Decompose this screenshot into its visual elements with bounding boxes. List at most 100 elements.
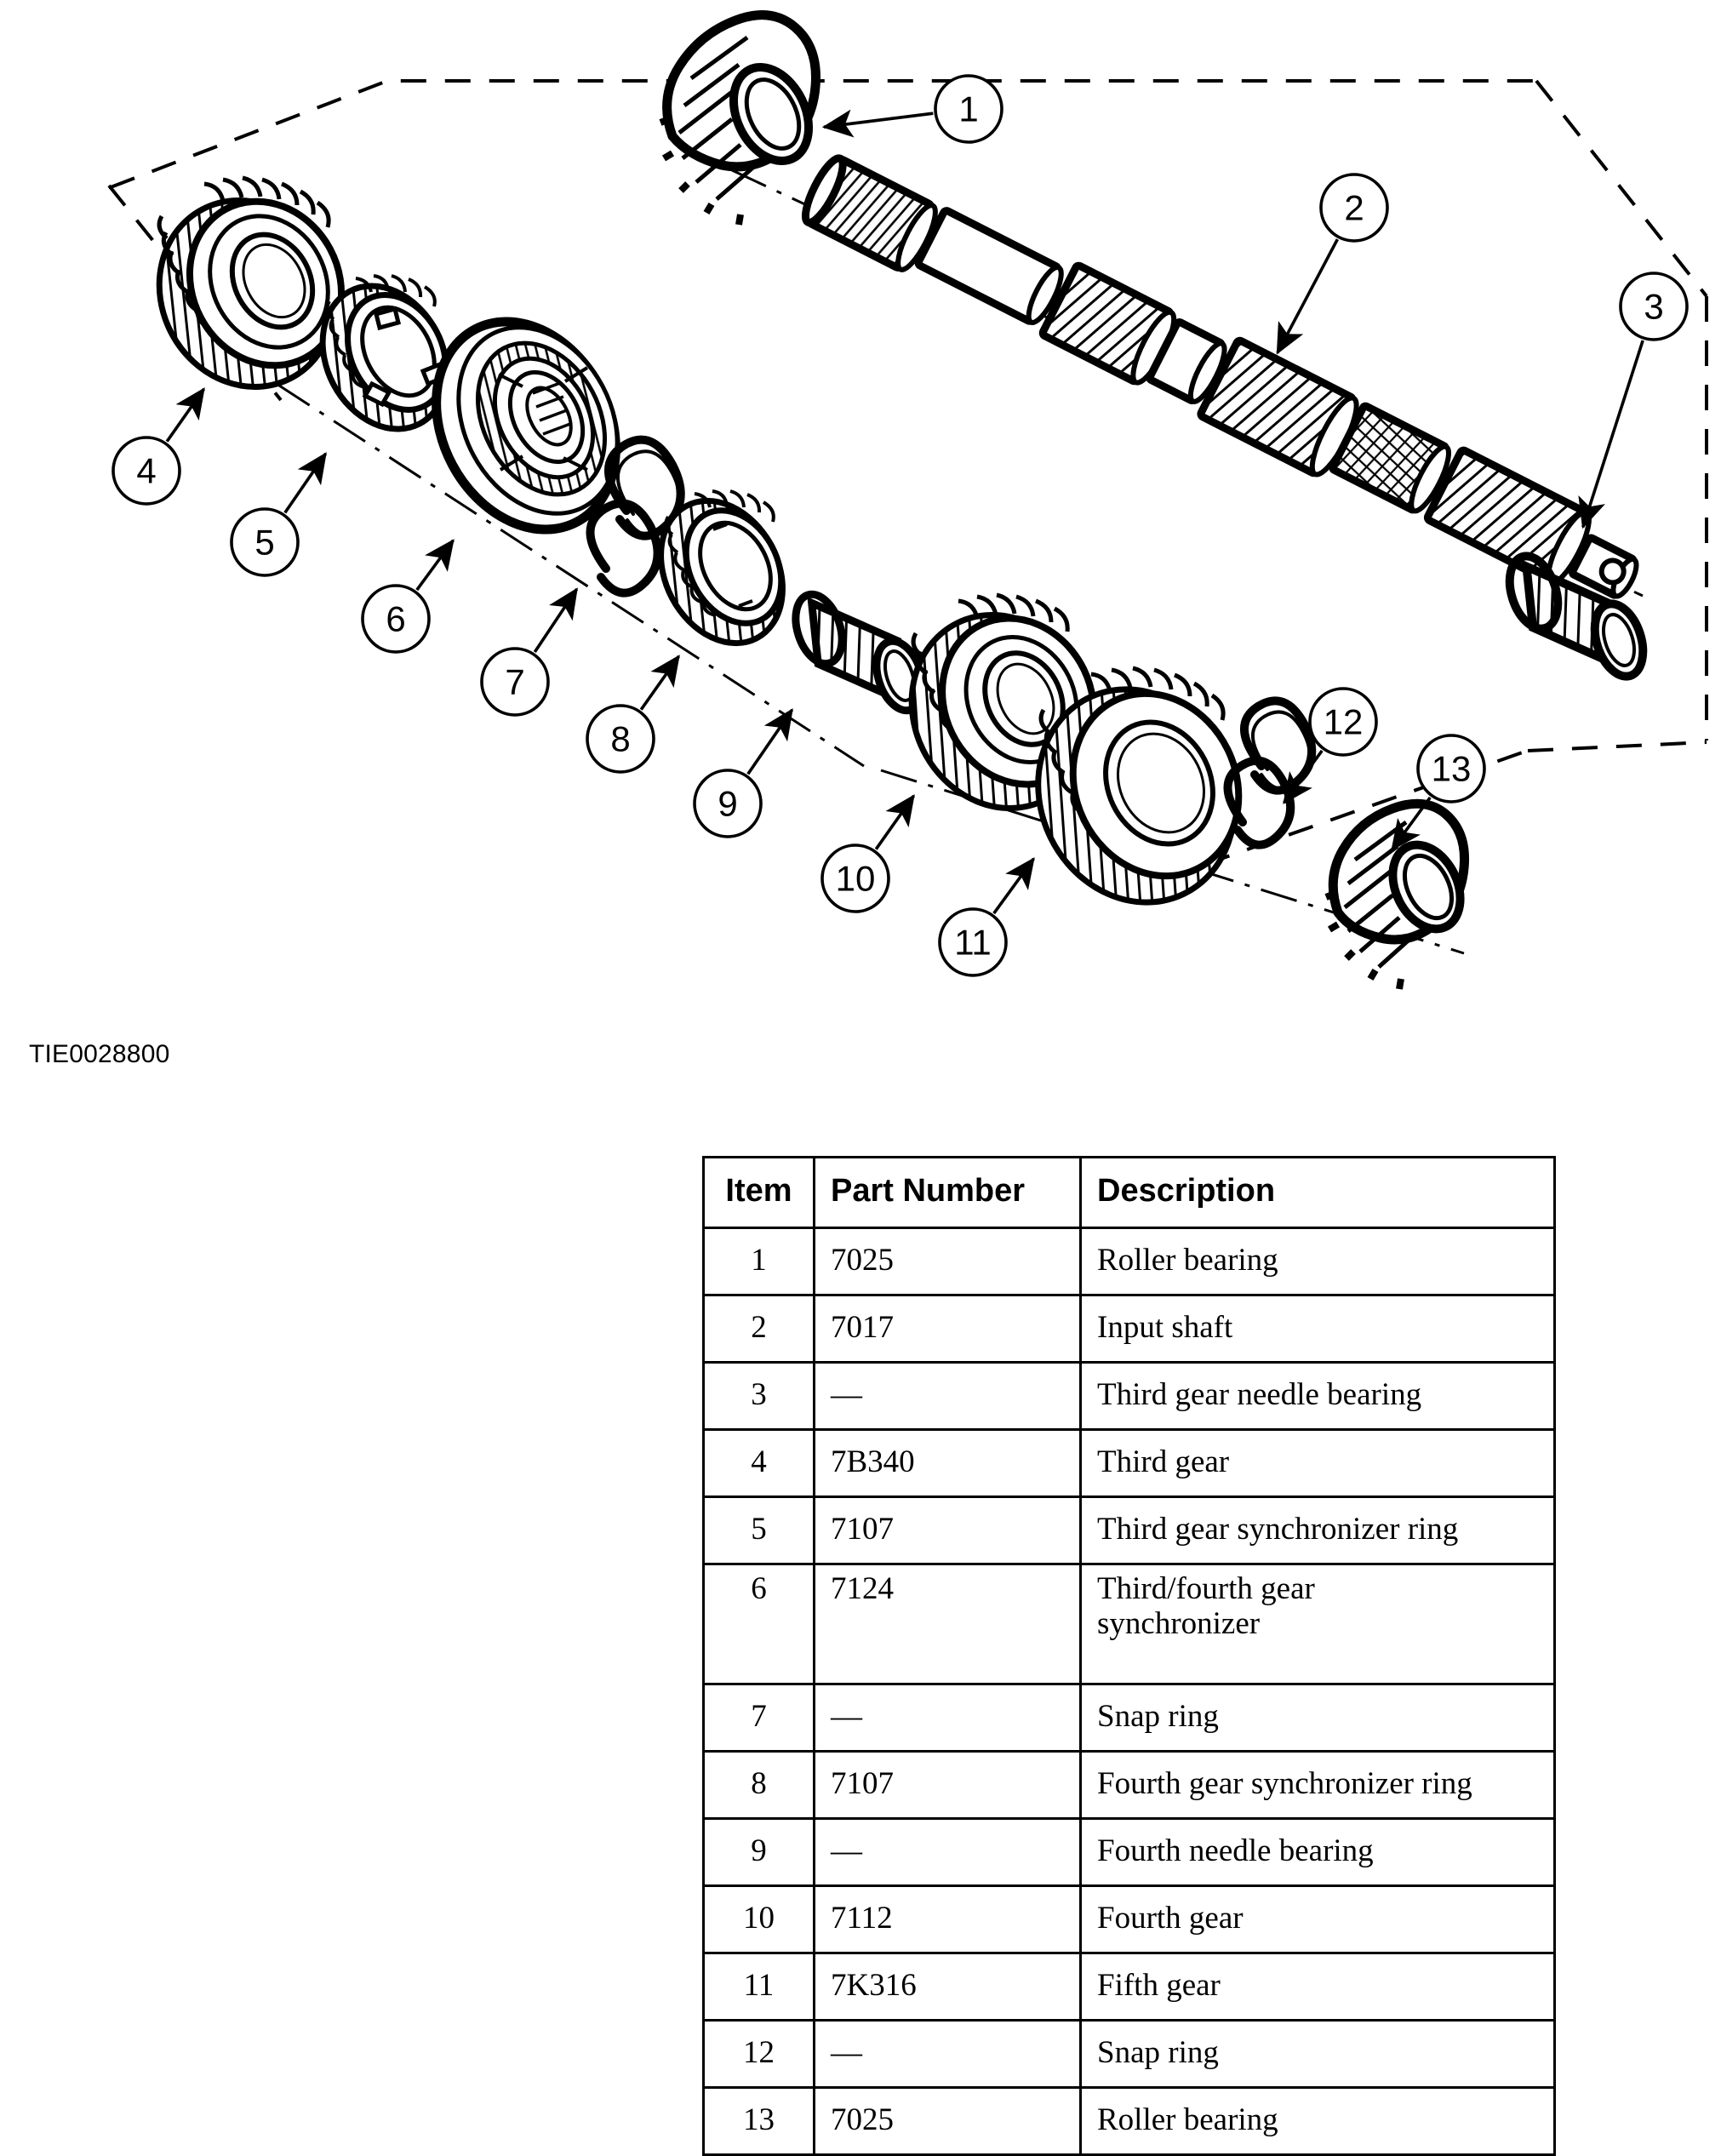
cell-item-number: 7 bbox=[702, 1683, 815, 1753]
description-line: Third/fourth gear bbox=[1097, 1571, 1315, 1606]
cell-part-number: 7017 bbox=[813, 1294, 1082, 1364]
part-snap-ring-lower bbox=[1223, 696, 1317, 849]
callout-number-label: 7 bbox=[505, 662, 524, 702]
callout-4: 4 bbox=[111, 387, 206, 506]
callout-balloon-circle bbox=[934, 74, 1003, 144]
callout-1: 1 bbox=[821, 74, 1003, 144]
callout-number-label: 1 bbox=[958, 89, 978, 129]
callout-balloon-circle bbox=[820, 844, 890, 913]
cell-part-number: — bbox=[813, 1817, 1082, 1887]
description-line: Third gear synchronizer ring bbox=[1097, 1512, 1459, 1547]
description-line: Fourth needle bearing bbox=[1097, 1833, 1374, 1869]
part-roller-bearing-lower bbox=[1324, 798, 1470, 990]
cell-part-number: — bbox=[813, 1361, 1082, 1431]
column-header-description: Description bbox=[1079, 1156, 1556, 1229]
cell-item-number: 10 bbox=[702, 1884, 815, 1954]
part-third-fourth-gear-synchronizer bbox=[432, 317, 620, 535]
part-input-shaft bbox=[801, 154, 1639, 599]
cell-description: Snap ring bbox=[1079, 2019, 1556, 2089]
cell-part-number: — bbox=[813, 1683, 1082, 1753]
callout-number-label: 8 bbox=[610, 719, 630, 759]
callout-8: 8 bbox=[586, 655, 681, 774]
cell-part-number: 7124 bbox=[813, 1563, 1082, 1685]
leader-line-arrow-icon bbox=[165, 387, 206, 443]
part-third-gear-synchronizer-ring bbox=[319, 274, 450, 432]
callout-number-label: 6 bbox=[386, 599, 405, 639]
cell-description: Fourth gear synchronizer ring bbox=[1079, 1750, 1556, 1820]
part-third-gear-needle-bearing bbox=[1505, 552, 1648, 681]
callout-balloon-circle bbox=[480, 647, 550, 717]
callout-number-label: 11 bbox=[954, 923, 992, 963]
cell-item-number: 6 bbox=[702, 1563, 815, 1685]
description-line: Snap ring bbox=[1097, 1699, 1219, 1735]
callout-6: 6 bbox=[361, 539, 455, 654]
callout-balloon-circle bbox=[1308, 687, 1378, 757]
cell-item-number: 11 bbox=[702, 1952, 815, 2022]
callout-balloon-circle bbox=[586, 704, 655, 774]
description-line: Snap ring bbox=[1097, 2035, 1219, 2071]
part-fourth-gear-synchronizer-ring bbox=[658, 489, 786, 647]
leader-line-arrow-icon bbox=[746, 708, 794, 775]
part-third-gear bbox=[156, 175, 346, 390]
cell-item-number: 8 bbox=[702, 1750, 815, 1820]
description-line: Fourth gear synchronizer ring bbox=[1097, 1766, 1472, 1802]
cell-description: Third gear needle bearing bbox=[1079, 1361, 1556, 1431]
callout-balloon-circle bbox=[361, 584, 431, 654]
description-line: Roller bearing bbox=[1097, 1243, 1278, 1278]
leader-line-arrow-icon bbox=[874, 794, 916, 850]
table-row: 9— Fourth needle bearing bbox=[702, 1817, 1556, 1887]
cell-description: Snap ring bbox=[1079, 1683, 1556, 1753]
cell-description: Fifth gear bbox=[1079, 1952, 1556, 2022]
description-line: Fourth gear bbox=[1097, 1901, 1244, 1936]
cell-description: Roller bearing bbox=[1079, 1227, 1556, 1296]
table-row: 3— Third gear needle bearing bbox=[702, 1361, 1556, 1431]
cell-part-number: 7107 bbox=[813, 1495, 1082, 1565]
description-line: synchronizer bbox=[1097, 1606, 1261, 1642]
callout-13: 13 bbox=[1391, 734, 1486, 851]
cell-description: Input shaft bbox=[1079, 1294, 1556, 1364]
description-line: Input shaft bbox=[1097, 1310, 1233, 1346]
cell-part-number: 7112 bbox=[813, 1884, 1082, 1954]
cell-item-number: 13 bbox=[702, 2086, 815, 2156]
callout-3: 3 bbox=[1578, 272, 1689, 529]
part-roller-bearing-upper bbox=[659, 10, 820, 226]
leader-line-arrow-icon bbox=[821, 109, 934, 138]
cell-description: Fourth needle bearing bbox=[1079, 1817, 1556, 1887]
callout-number-label: 5 bbox=[254, 523, 274, 563]
leader-line-arrow-icon bbox=[415, 539, 455, 592]
leader-line-arrow-icon bbox=[283, 452, 328, 514]
callout-balloon-circle bbox=[111, 436, 181, 506]
callout-number-label: 3 bbox=[1644, 287, 1663, 327]
description-line: Third gear needle bearing bbox=[1097, 1377, 1422, 1413]
callout-9: 9 bbox=[693, 708, 794, 838]
callout-number-label: 12 bbox=[1324, 702, 1364, 742]
cell-part-number: 7025 bbox=[813, 1227, 1082, 1296]
cell-part-number: 7025 bbox=[813, 2086, 1082, 2156]
leader-line-arrow-icon bbox=[639, 655, 681, 711]
cell-item-number: 3 bbox=[702, 1361, 815, 1431]
description-line: Third gear bbox=[1097, 1444, 1230, 1480]
part-snap-ring-upper bbox=[586, 435, 685, 598]
callout-10: 10 bbox=[820, 794, 916, 913]
table-header-row: Item Part Number Description bbox=[702, 1156, 1556, 1229]
callout-balloon-circle bbox=[1319, 173, 1389, 243]
callout-balloon-circle bbox=[693, 769, 763, 838]
leader-line-arrow-icon bbox=[1391, 796, 1432, 851]
table-row: 12—Snap ring bbox=[702, 2019, 1556, 2089]
cell-item-number: 9 bbox=[702, 1817, 815, 1887]
cell-item-number: 4 bbox=[702, 1428, 815, 1498]
callout-12: 12 bbox=[1283, 687, 1378, 804]
callout-balloon-circle bbox=[230, 507, 300, 577]
